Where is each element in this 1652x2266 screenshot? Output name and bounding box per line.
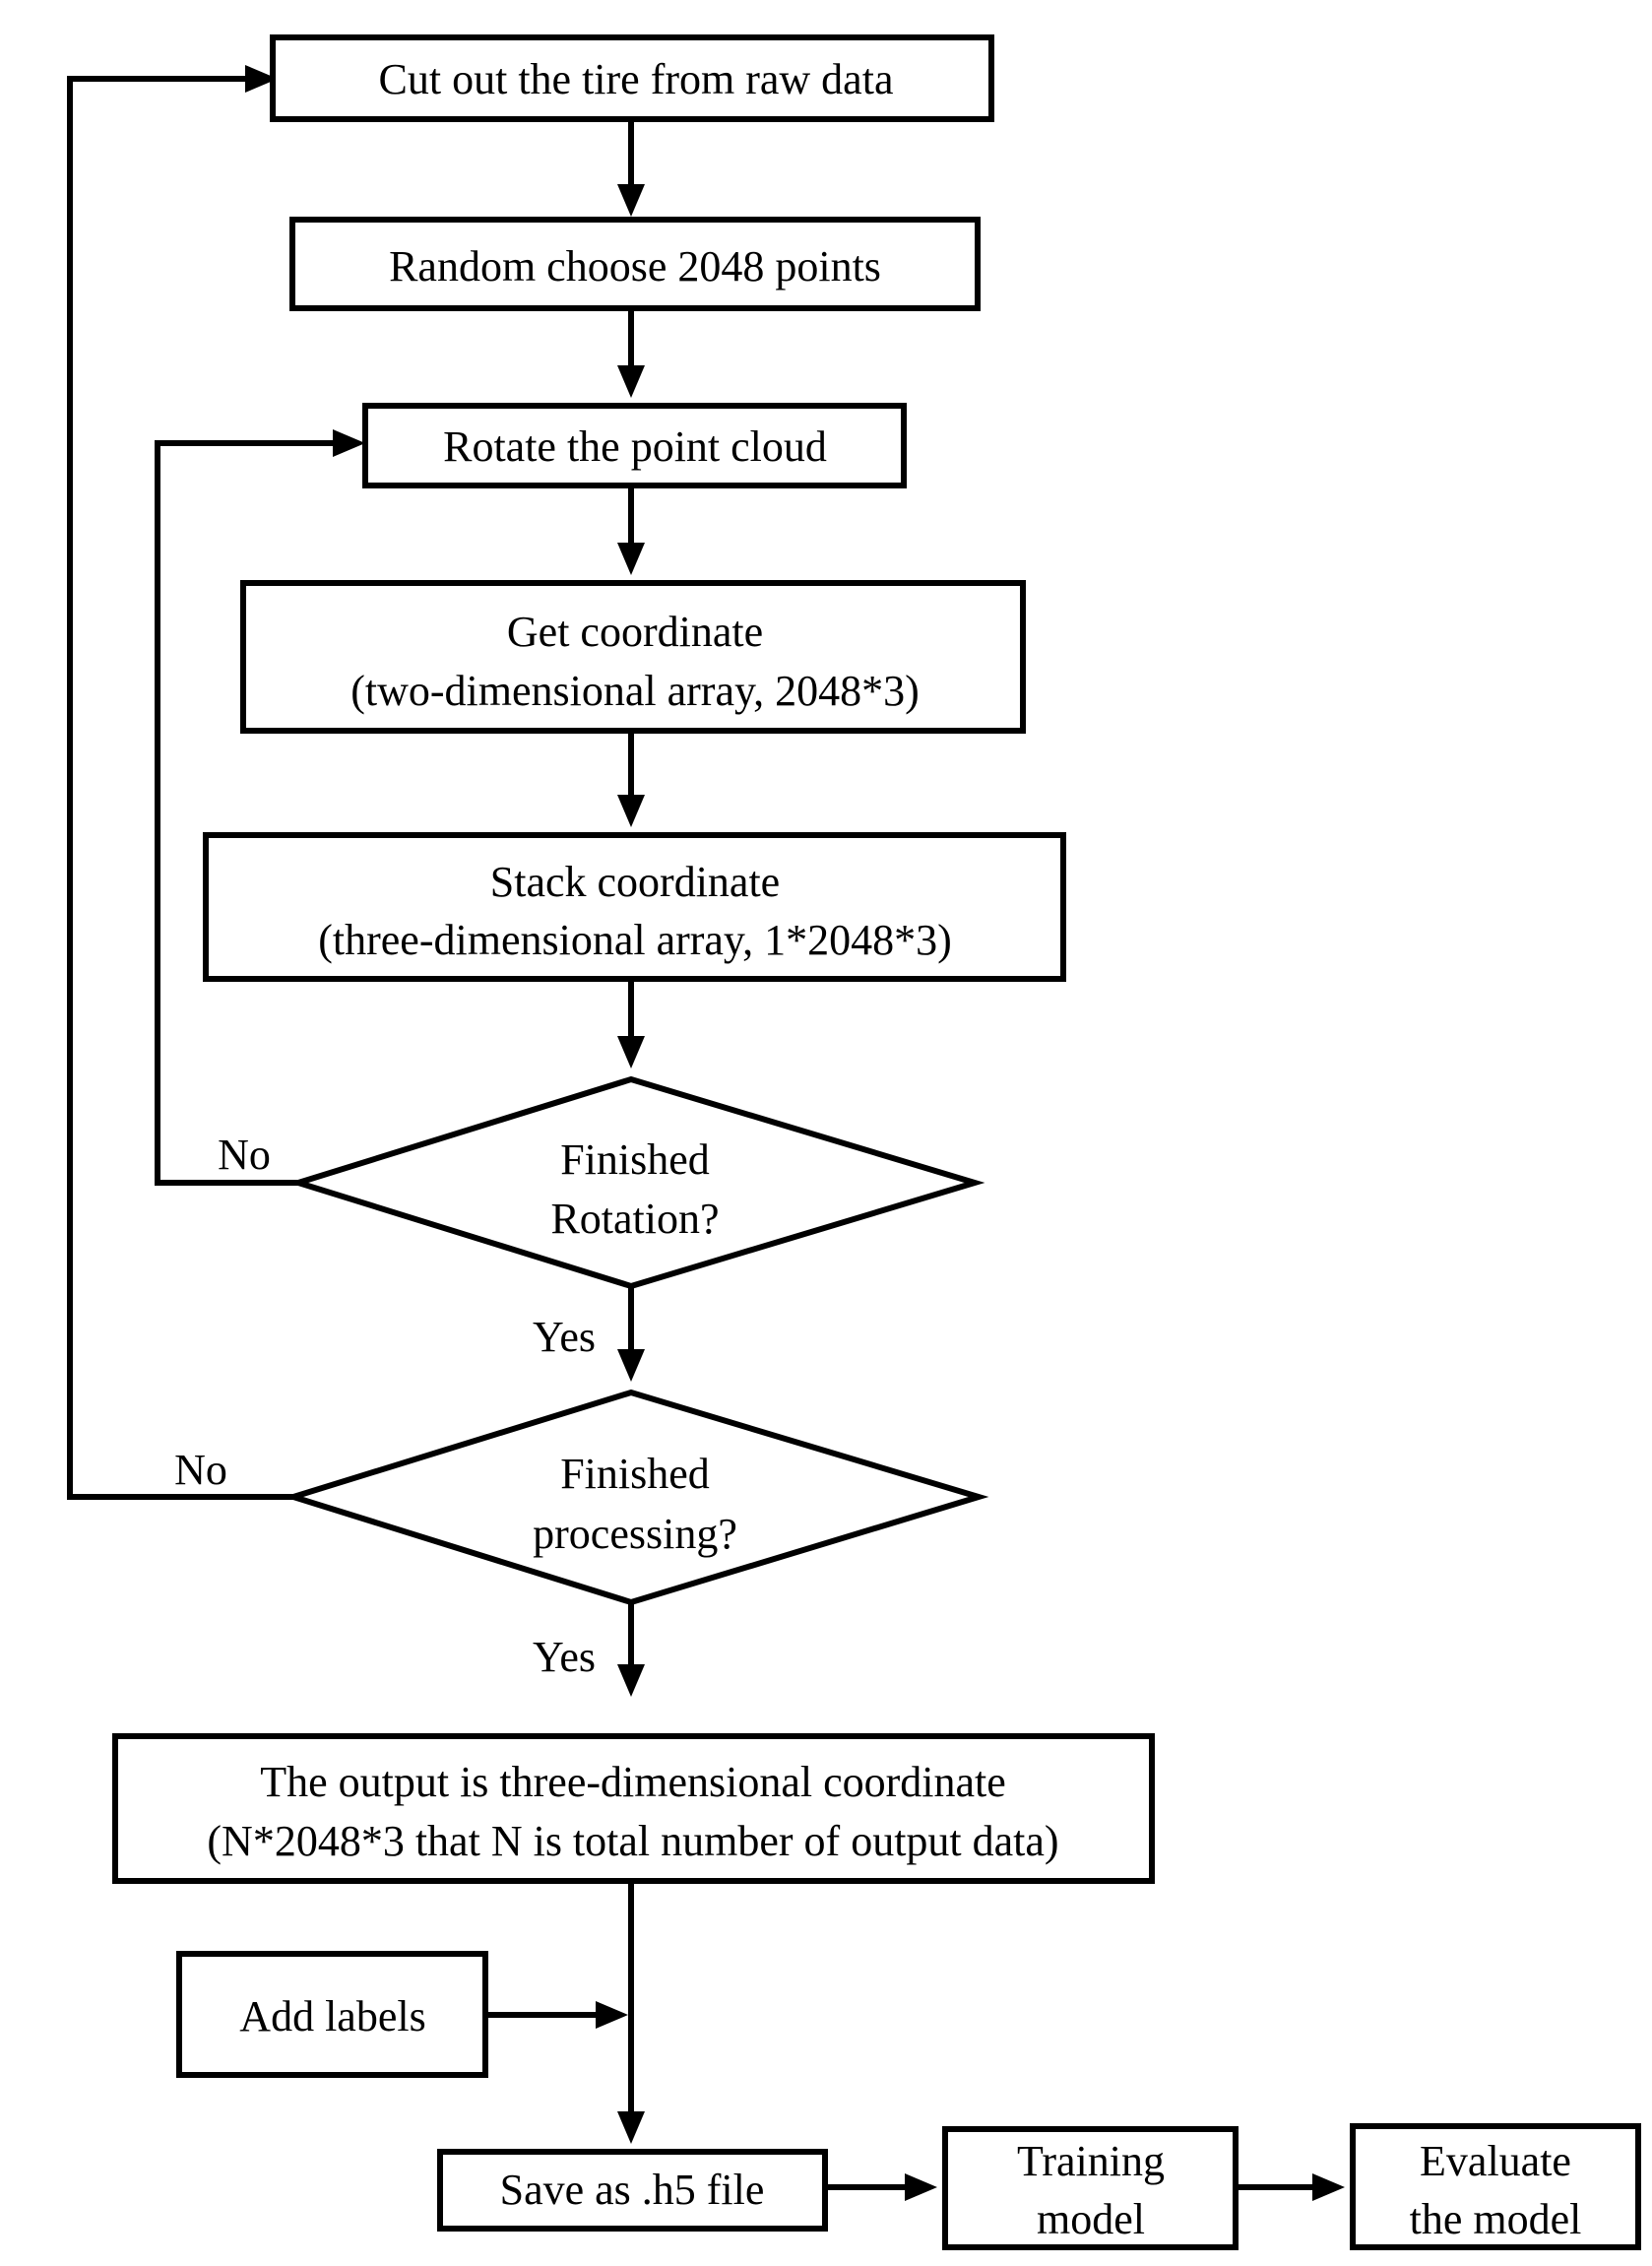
connector-rotation-no-loop — [155, 440, 336, 1186]
process-box-random-choose: Random choose 2048 points — [289, 217, 981, 311]
save-h5-label: Save as .h5 file — [500, 2166, 765, 2214]
arrowhead-down-rotation-decision — [617, 1036, 645, 1068]
process-box-save-h5: Save as .h5 file — [437, 2149, 828, 2232]
processing-yes-label: Yes — [533, 1633, 596, 1681]
rotation-yes-label: Yes — [533, 1313, 596, 1361]
finished-processing-line-1: Finished — [560, 1450, 710, 1498]
arrowhead-right-cut — [245, 65, 278, 93]
get-coordinate-line-1: Get coordinate — [507, 608, 763, 656]
rotation-no-label: No — [218, 1131, 271, 1179]
evaluate-model-line-2: the model — [1410, 2195, 1582, 2243]
process-box-cut-out: Cut out the tire from raw data — [270, 34, 994, 122]
evaluate-model-line-1: Evaluate — [1420, 2137, 1571, 2185]
process-box-get-coordinate: Get coordinate (two-dimensional array, 2… — [240, 580, 1026, 734]
arrowhead-right-training — [905, 2173, 937, 2201]
process-box-output: The output is three-dimensional coordina… — [112, 1733, 1155, 1884]
decision-finished-processing: Finished processing? — [283, 1389, 989, 1606]
random-choose-label: Random choose 2048 points — [389, 242, 881, 291]
stack-coordinate-line-1: Stack coordinate — [490, 858, 780, 906]
decision-finished-rotation: Finished Rotation? — [287, 1075, 985, 1290]
process-box-rotate: Rotate the point cloud — [362, 403, 907, 488]
stack-coordinate-line-2: (three-dimensional array, 1*2048*3) — [318, 916, 951, 964]
arrowhead-down-rotate — [617, 365, 645, 398]
arrowhead-right-rotate — [333, 429, 365, 457]
arrowhead-down-random — [617, 184, 645, 217]
arrowhead-down-output — [617, 1664, 645, 1697]
cut-out-label: Cut out the tire from raw data — [379, 55, 894, 103]
finished-rotation-line-2: Rotation? — [550, 1195, 719, 1243]
finished-processing-line-2: processing? — [533, 1510, 737, 1558]
arrowhead-right-evaluate — [1312, 2173, 1345, 2201]
processing-no-label: No — [174, 1446, 227, 1494]
add-labels-label: Add labels — [239, 1992, 425, 2040]
arrowhead-down-processing-decision — [617, 1349, 645, 1382]
arrowhead-right-merge — [596, 2001, 628, 2029]
output-line-2: (N*2048*3 that N is total number of outp… — [207, 1817, 1058, 1865]
arrowhead-down-stack — [617, 795, 645, 827]
connector-processing-no-loop — [67, 76, 293, 1500]
output-line-1: The output is three-dimensional coordina… — [260, 1758, 1006, 1806]
arrowhead-down-get — [617, 543, 645, 575]
get-coordinate-line-2: (two-dimensional array, 2048*3) — [350, 667, 920, 715]
arrowheads — [245, 65, 1345, 2201]
process-box-evaluate-model: Evaluate the model — [1350, 2123, 1641, 2250]
training-model-line-2: model — [1037, 2195, 1145, 2243]
training-model-line-1: Training — [1017, 2137, 1165, 2185]
process-box-training-model: Training model — [942, 2126, 1239, 2250]
arrowhead-down-save — [617, 2111, 645, 2144]
process-box-stack-coordinate: Stack coordinate (three-dimensional arra… — [203, 832, 1066, 982]
connectors — [67, 76, 1315, 2190]
finished-rotation-line-1: Finished — [560, 1135, 710, 1184]
process-box-add-labels: Add labels — [176, 1951, 488, 2078]
rotate-label: Rotate the point cloud — [443, 422, 827, 471]
